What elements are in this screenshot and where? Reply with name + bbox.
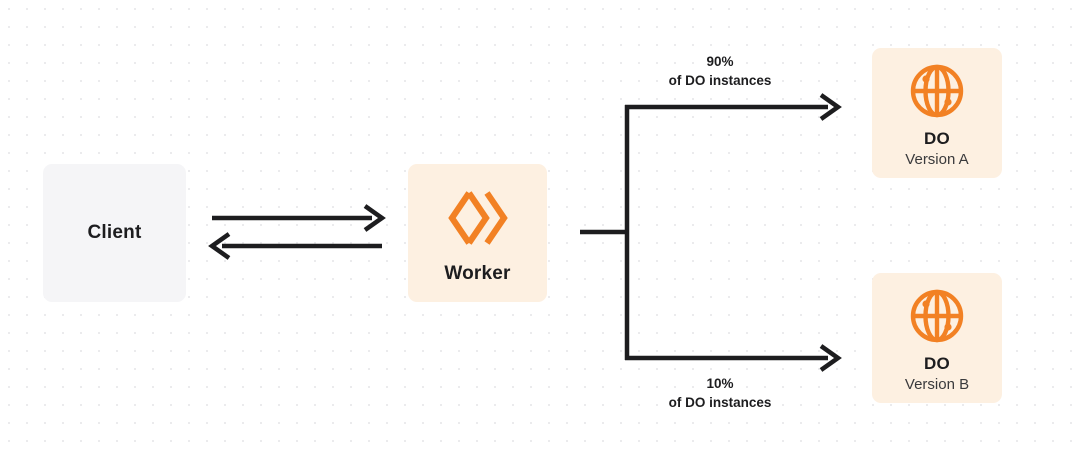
edge-label-do-b-caption: of DO instances [668,395,772,411]
edge-worker-to-client [208,232,382,260]
node-client[interactable]: Client [43,164,186,302]
edge-worker-to-do-b [625,344,842,372]
cloudflare-workers-chevron-icon [447,187,509,249]
node-do-version-b[interactable]: DO Version B [872,273,1002,403]
node-do-b-label: DO [924,353,950,373]
node-worker-label: Worker [444,263,511,284]
node-worker[interactable]: Worker [408,164,547,302]
edge-label-do-b: 10% of DO instances [620,374,820,412]
node-do-version-a[interactable]: DO Version A [872,48,1002,178]
edge-label-do-a-caption: of DO instances [668,73,772,89]
edge-label-do-a: 90% of DO instances [620,52,820,90]
globe-icon [909,63,965,119]
edge-worker-to-do-a [625,93,842,121]
node-do-b-sublabel: Version B [904,375,970,393]
node-do-a-sublabel: Version A [905,150,969,168]
node-client-label: Client [87,222,142,243]
edge-label-do-b-percent: 10% [706,376,734,391]
globe-icon [909,288,965,344]
node-do-a-label: DO [924,128,950,148]
edge-label-do-a-percent: 90% [706,54,734,69]
edge-client-to-worker [212,204,386,232]
